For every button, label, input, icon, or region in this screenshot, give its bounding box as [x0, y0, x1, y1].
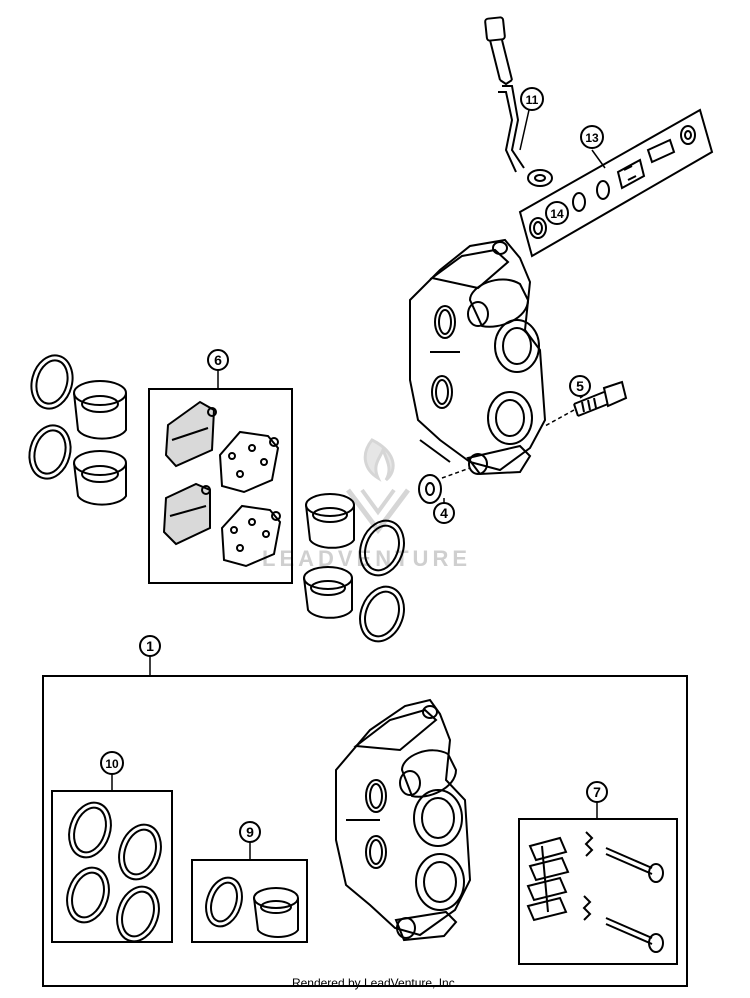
svg-text:13: 13 — [585, 131, 599, 145]
svg-text:10: 10 — [105, 757, 119, 771]
pad-spring-clips — [526, 836, 570, 922]
brake-hose — [484, 16, 553, 187]
callout-9: 9 — [239, 821, 261, 843]
pad-pin — [605, 847, 664, 883]
seal-ring — [205, 876, 243, 928]
seal-ring — [66, 866, 110, 924]
brake-pad — [162, 482, 211, 546]
callout-13: 13 — [580, 125, 604, 149]
callout-1: 1 — [139, 635, 161, 657]
piston — [253, 887, 299, 938]
seal-ring — [68, 801, 112, 859]
watermark-logo — [346, 438, 410, 535]
banjo-bolt-panel — [518, 108, 714, 258]
seal-ring — [28, 424, 72, 480]
callout-7: 7 — [586, 781, 608, 803]
seal-kit-box — [51, 790, 173, 943]
svg-text:1: 1 — [146, 638, 154, 654]
callout-14: 14 — [545, 201, 569, 225]
brake-pad-backing-plate — [218, 430, 280, 494]
piston-kit-box — [191, 859, 308, 943]
callout-11: 11 — [520, 87, 544, 111]
svg-text:9: 9 — [246, 824, 254, 840]
caliper-upper — [409, 238, 547, 476]
seal-ring — [116, 885, 160, 943]
hardware-kit-box — [518, 818, 678, 965]
seal-ring — [359, 585, 405, 643]
svg-text:14: 14 — [550, 207, 564, 221]
mounting-bolt — [544, 380, 628, 427]
svg-text:6: 6 — [214, 352, 222, 368]
brake-pad — [164, 400, 217, 468]
piston — [305, 493, 355, 549]
callout-5: 5 — [569, 375, 591, 397]
caliper-lower — [335, 698, 472, 942]
svg-text:5: 5 — [576, 378, 584, 394]
svg-text:7: 7 — [593, 784, 601, 800]
callout-6: 6 — [207, 349, 229, 371]
svg-text:11: 11 — [526, 93, 539, 107]
piston — [303, 566, 353, 619]
seal-ring — [30, 354, 74, 410]
pad-pin-spring — [582, 831, 594, 921]
footer-credit: Rendered by LeadVenture, Inc. — [291, 976, 459, 990]
caliper-assembly-box — [42, 675, 688, 987]
brake-pad-backing-plate — [220, 504, 282, 568]
callout-10: 10 — [100, 751, 124, 775]
piston — [73, 380, 127, 440]
svg-text:4: 4 — [440, 505, 448, 521]
seal-ring — [359, 519, 405, 577]
pad-pin — [605, 917, 664, 953]
brake-pads-box — [148, 388, 293, 584]
piston — [73, 450, 127, 506]
seal-ring — [118, 823, 162, 881]
washer — [418, 467, 471, 504]
callout-4: 4 — [433, 502, 455, 524]
